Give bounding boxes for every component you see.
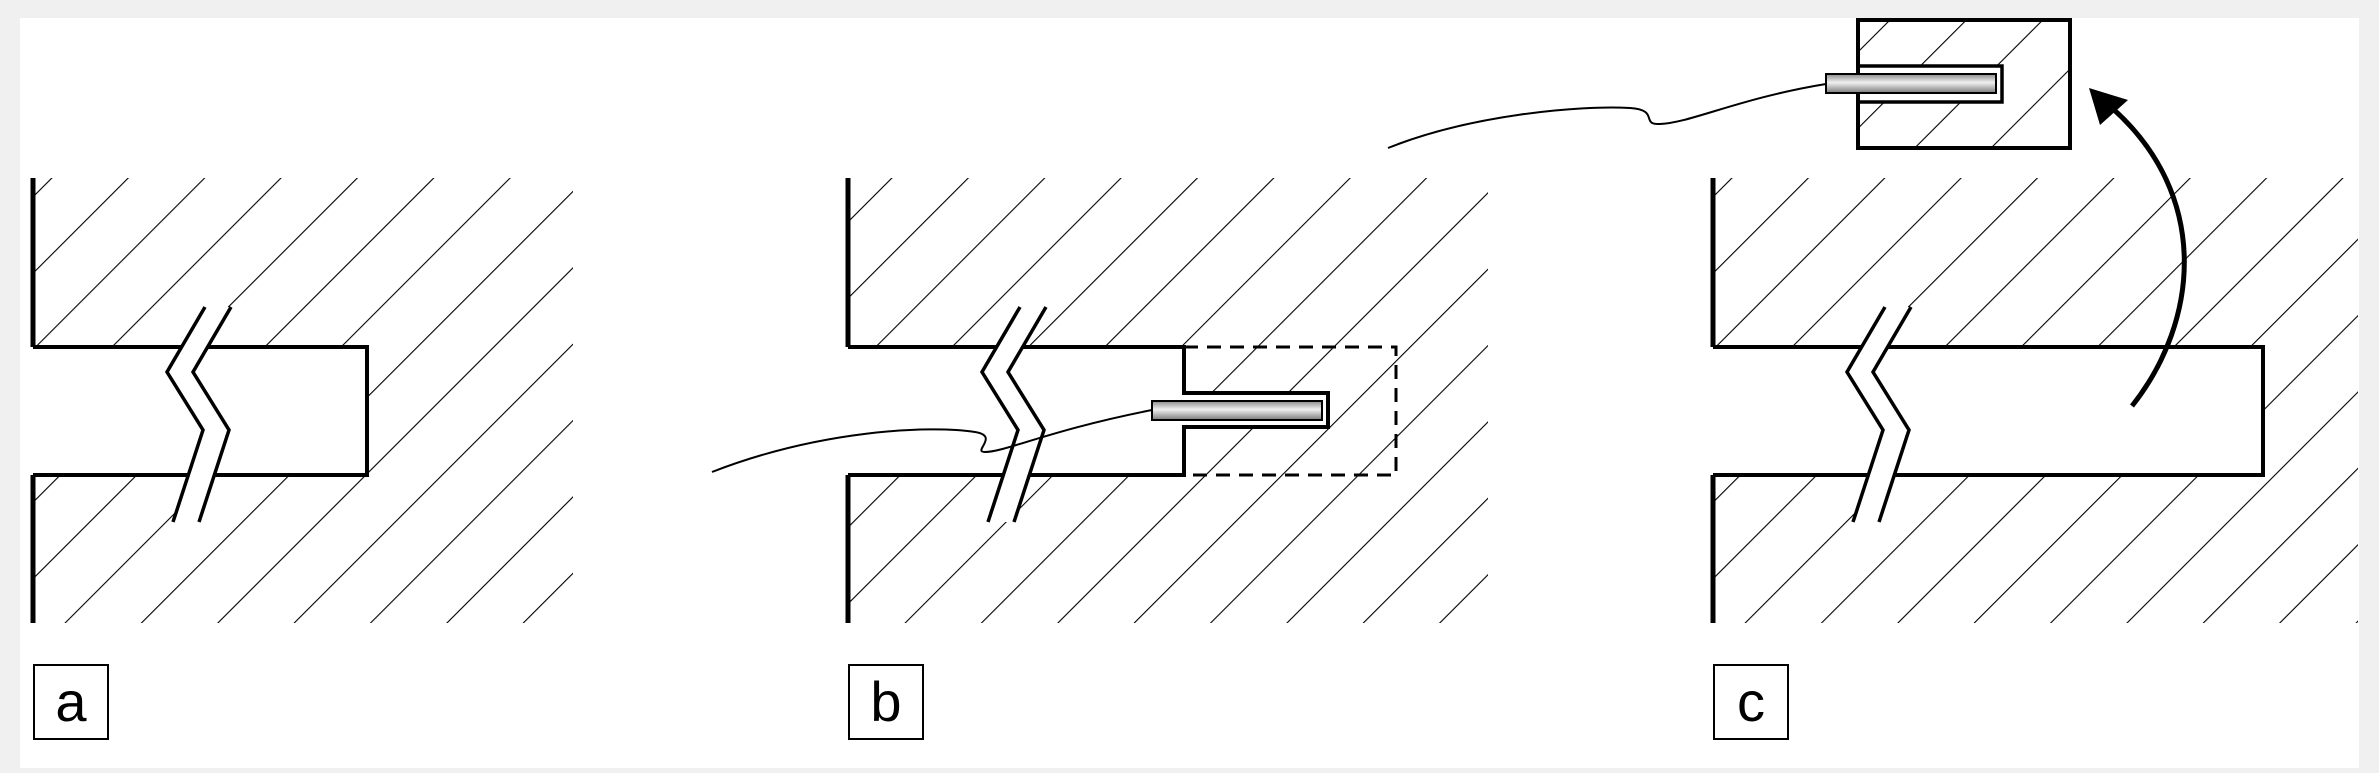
panel-label-c: c [1713,664,1789,740]
panel-a [30,178,573,623]
removal-arrow-shaft [2110,106,2187,408]
crack-edge-right [1005,306,1048,523]
crack-edge-right [1870,306,1913,523]
crack-edge-left [1844,306,1887,523]
crack-edge-left [164,306,207,523]
panel-label-a: a [33,664,109,740]
strain-gauge-rod [1825,73,1997,94]
gauge-cable [1387,83,1827,149]
overcore-outline [1184,345,1398,477]
panel-b [711,178,1488,623]
borehole [1713,347,2263,475]
overcore-slot-outline [1858,64,2004,104]
gauge-cable [711,409,1153,473]
panel-label-b: b [848,664,924,740]
panel-c [1387,18,2358,623]
borehole-outline [848,345,1330,477]
removal-arrow-head [2089,88,2128,125]
strain-gauge-rod [1151,400,1323,421]
crack-edge-right [190,306,233,523]
crack-edge-left [979,306,1022,523]
borehole-outline [1713,345,2265,477]
